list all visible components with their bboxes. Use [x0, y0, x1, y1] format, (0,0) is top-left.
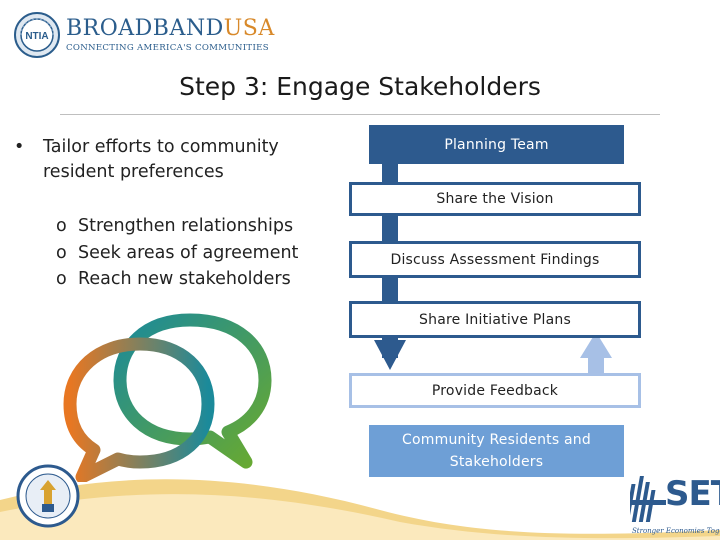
- speech-bubbles-icon: [63, 313, 272, 482]
- down-arrow-icon: [374, 340, 406, 370]
- flow-step-share-plans: Share Initiative Plans: [349, 301, 641, 338]
- sub-bullet-marker: o: [56, 242, 67, 263]
- sub-bullet: o Seek areas of agreement: [56, 240, 298, 267]
- up-arrow-icon: [580, 332, 612, 358]
- sub-bullet: o Reach new stakeholders: [56, 266, 298, 293]
- brand-part2: USA: [223, 16, 275, 41]
- flow-step-planning-team: Planning Team: [369, 125, 624, 164]
- sub-bullet-text: Seek areas of agreement: [78, 242, 299, 263]
- commerce-seal-icon: [16, 464, 80, 528]
- sub-bullet-text: Strengthen relationships: [78, 216, 294, 236]
- brand-logo: BROADBANDUSA: [66, 16, 275, 41]
- title-divider: [60, 114, 660, 115]
- set-logo-text: SET: [665, 474, 720, 514]
- ntia-seal-icon: NTIA: [14, 12, 60, 58]
- sub-bullet-list: o Strengthen relationships o Seek areas …: [56, 213, 298, 293]
- brand-tagline: CONNECTING AMERICA'S COMMUNITIES: [66, 43, 269, 53]
- footer-wave: [0, 479, 720, 540]
- header: NTIA BROADBANDUSA CONNECTING AMERICA'S C…: [0, 0, 720, 62]
- sub-bullet-marker: o: [56, 269, 67, 289]
- bullet-text: Tailor efforts to community resident pre…: [43, 137, 279, 182]
- set-figure-icon: [630, 476, 666, 522]
- main-bullet: • Tailor efforts to community resident p…: [14, 135, 314, 185]
- sub-bullet-marker: o: [56, 216, 67, 236]
- set-tagline: Stronger Economies Together: [632, 527, 720, 535]
- brand-part1: BROADBAND: [66, 16, 224, 41]
- speech-bubble-front: [63, 337, 215, 482]
- flow-step-discuss-findings: Discuss Assessment Findings: [349, 241, 641, 278]
- bullet-marker: •: [14, 137, 25, 157]
- flow-step-share-vision: Share the Vision: [349, 182, 641, 216]
- sub-bullet-text: Reach new stakeholders: [78, 269, 291, 289]
- up-spine: [588, 356, 604, 376]
- flow-step-community: Community Residents and Stakeholders: [369, 425, 624, 477]
- slide-title: Step 3: Engage Stakeholders: [179, 72, 541, 101]
- sub-bullet: o Strengthen relationships: [56, 213, 298, 240]
- flow-step-provide-feedback: Provide Feedback: [349, 373, 641, 408]
- ntia-seal-text: NTIA: [25, 31, 48, 42]
